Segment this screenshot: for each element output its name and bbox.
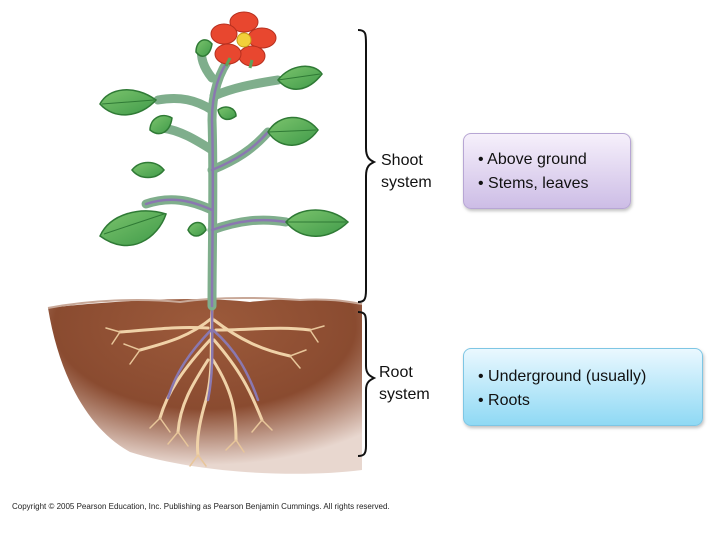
shoot-system-info-box: • Above ground • Stems, leaves — [463, 133, 631, 209]
shoot-label-line-2: system — [381, 172, 432, 194]
shoot-label-line-1: Shoot — [381, 150, 432, 172]
leaf — [286, 210, 348, 236]
stem — [146, 48, 286, 306]
shoot-brace — [358, 30, 374, 302]
shoot-system-label: Shoot system — [381, 150, 432, 194]
root-system-label: Root system — [379, 362, 430, 406]
shoot-bullet-1: • Above ground — [478, 148, 616, 172]
leaf — [188, 223, 206, 237]
leaf — [132, 163, 164, 178]
root-system-info-box: • Underground (usually) • Roots — [463, 348, 703, 426]
copyright-notice: Copyright © 2005 Pearson Education, Inc.… — [12, 502, 390, 511]
root-bullet-1: • Underground (usually) — [478, 365, 688, 389]
leaf — [218, 107, 236, 119]
root-label-line-2: system — [379, 384, 430, 406]
shoot-bullet-2: • Stems, leaves — [478, 172, 616, 196]
leaf — [278, 66, 322, 89]
leaf — [196, 40, 212, 56]
flower — [211, 12, 276, 68]
root-bullet-2: • Roots — [478, 389, 688, 413]
root-label-line-1: Root — [379, 362, 430, 384]
